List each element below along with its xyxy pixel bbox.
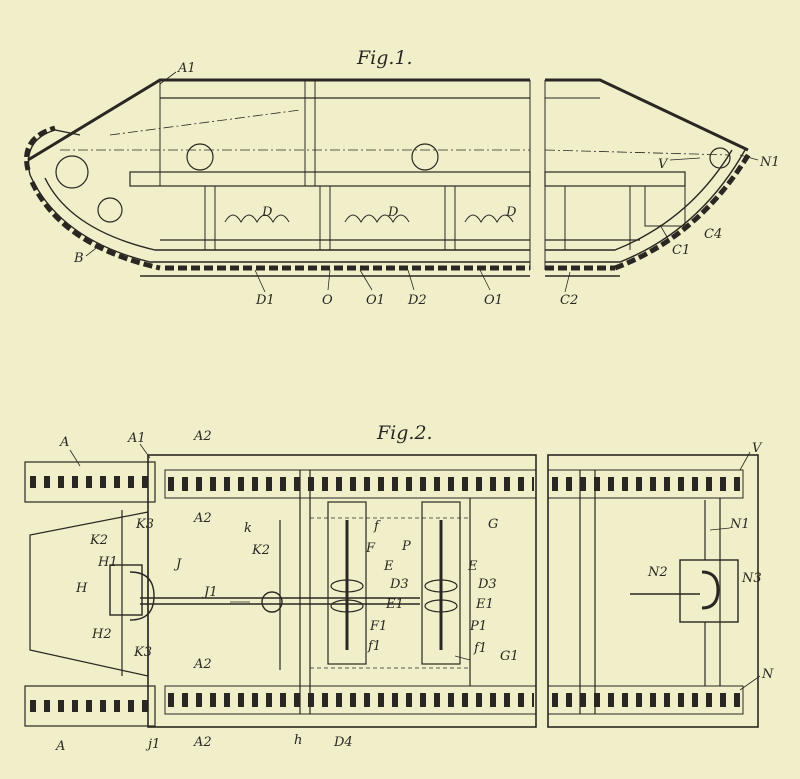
label-O: O <box>322 293 333 308</box>
label-f: f <box>373 519 381 534</box>
label-j1: j1 <box>145 737 160 752</box>
label-O1: O1 <box>484 293 503 308</box>
label-C4: C4 <box>704 227 722 242</box>
label-D: D <box>261 205 273 220</box>
label-P: P <box>401 539 411 554</box>
label-P1: P1 <box>469 619 487 634</box>
label-F1: F1 <box>369 619 387 634</box>
label-D: D <box>505 205 517 220</box>
figure-2: Fig.2. <box>24 422 774 754</box>
label-E: E <box>467 559 478 574</box>
label-G: G <box>488 517 498 532</box>
label-A2: A2 <box>193 735 212 750</box>
label-A: A <box>59 435 69 450</box>
label-N1: N1 <box>729 517 750 532</box>
label-K3: K3 <box>133 645 152 660</box>
label-k: k <box>244 521 252 536</box>
fig1-reference-labels: A1 B D D D D1 O O1 D2 O1 C2 C1 C4 V N1 <box>73 61 780 308</box>
label-H1: H1 <box>97 555 118 570</box>
label-G1: G1 <box>500 649 519 664</box>
label-H: H <box>75 581 88 596</box>
label-D3: D3 <box>389 577 409 592</box>
label-K3: K3 <box>135 517 154 532</box>
label-D1: D1 <box>255 293 275 308</box>
label-J1: J1 <box>201 585 217 600</box>
label-N1: N1 <box>759 155 780 170</box>
fig1-hull-outline <box>27 78 749 270</box>
label-B: B <box>73 251 84 266</box>
fig2-reference-labels: A A1 A2 A2 K3 K2 H1 J H J1 H2 K3 A2 A j1… <box>55 429 774 754</box>
label-A2: A2 <box>193 657 212 672</box>
fig1-track-chain <box>24 125 753 277</box>
figure-1: Fig.1. <box>24 47 780 308</box>
label-C2: C2 <box>560 293 578 308</box>
fig2-frame <box>24 454 759 728</box>
label-V: V <box>658 157 669 172</box>
fig2-title: Fig.2. <box>376 422 433 444</box>
label-E1: E1 <box>475 597 494 612</box>
label-A2: A2 <box>193 429 212 444</box>
label-N2: N2 <box>647 565 668 580</box>
label-h: h <box>294 733 302 748</box>
label-O1: O1 <box>366 293 385 308</box>
label-f1: f1 <box>367 639 381 654</box>
label-A1: A1 <box>177 61 196 76</box>
fig2-drive-mechanism <box>109 500 739 686</box>
label-D: D <box>387 205 399 220</box>
label-E1: E1 <box>385 597 404 612</box>
label-A2: A2 <box>193 511 212 526</box>
label-C1: C1 <box>672 243 690 258</box>
fig2-leader-lines <box>69 443 761 691</box>
label-F: F <box>365 541 376 556</box>
label-E: E <box>383 559 394 574</box>
fig1-title: Fig.1. <box>356 47 413 69</box>
label-D3: D3 <box>477 577 497 592</box>
label-V: V <box>752 441 763 456</box>
label-D4: D4 <box>333 735 353 750</box>
label-N: N <box>761 667 774 682</box>
label-D2: D2 <box>407 293 427 308</box>
label-A1: A1 <box>127 431 146 446</box>
label-A: A <box>55 739 65 754</box>
label-K2: K2 <box>89 533 108 548</box>
label-f1: f1 <box>473 641 487 656</box>
label-K2: K2 <box>251 543 270 558</box>
label-J: J <box>173 557 182 572</box>
fig1-leader-lines <box>85 71 759 293</box>
label-H2: H2 <box>91 627 112 642</box>
label-N3: N3 <box>741 571 762 586</box>
